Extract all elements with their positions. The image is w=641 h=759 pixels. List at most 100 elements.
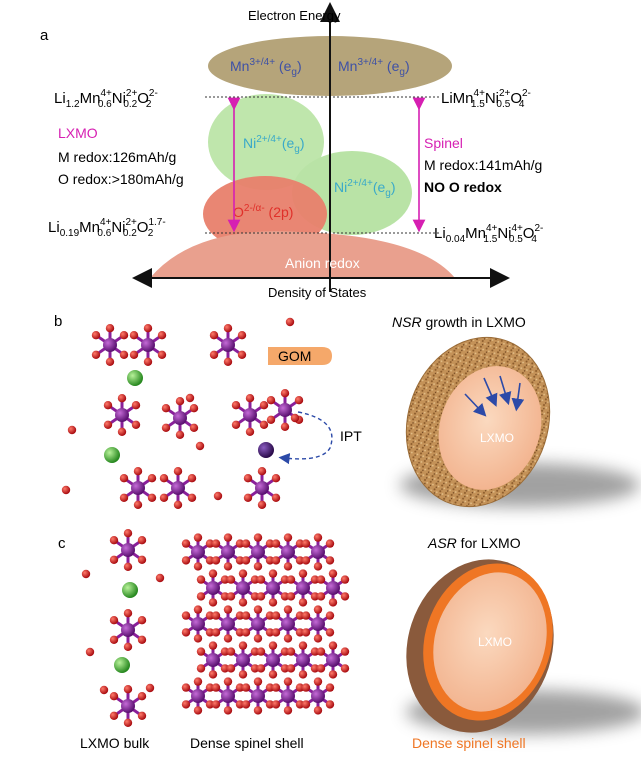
- oxygen-atom: [283, 706, 293, 715]
- oxygen-atom: [283, 634, 293, 643]
- oxygen-atom: [243, 493, 253, 502]
- oxygen-atom: [137, 692, 147, 701]
- transition-metal-atom: [243, 408, 257, 422]
- oxygen-atom: [295, 556, 305, 565]
- lithium-atom: [127, 370, 143, 386]
- oxygen-atom: [145, 683, 155, 693]
- transition-metal-atom: [255, 481, 269, 495]
- mn-band-label-left: Mn3+/4+ (eg): [230, 57, 302, 78]
- formula-bottom-right: Li0.04Mn4+1.5Ni4+0.5O2-4: [434, 223, 543, 245]
- oxygen-atom: [286, 664, 296, 673]
- oxygen-atom: [301, 700, 311, 709]
- oxygen-atom: [245, 394, 255, 403]
- spinel-o-redox: NO O redox: [424, 179, 502, 195]
- oxygen-atom: [223, 357, 233, 366]
- oxygen-atom: [294, 396, 304, 405]
- oxygen-atom: [223, 605, 233, 614]
- oxygen-atom: [117, 394, 127, 403]
- oxygen-atom: [271, 700, 281, 709]
- oxygen-atom: [295, 700, 305, 709]
- panel-c-letter: c: [58, 535, 66, 552]
- oxygen-atom: [268, 598, 278, 607]
- transition-metal-atom: [115, 408, 129, 422]
- oxygen-atom: [298, 641, 308, 650]
- oxygen-atom: [231, 401, 241, 410]
- oxygen-atom: [253, 605, 263, 614]
- oxygen-atom: [99, 685, 109, 695]
- x-axis-label: Density of States: [268, 285, 367, 300]
- transition-metal-atom: [311, 689, 325, 703]
- panel-b-crystal-structure: [61, 317, 304, 509]
- oxygen-atom: [325, 611, 335, 620]
- transition-metal-atom: [191, 545, 205, 559]
- oxygen-atom: [147, 493, 157, 502]
- oxygen-atom: [235, 539, 245, 548]
- transition-metal-atom: [121, 623, 135, 637]
- oxygen-atom: [250, 664, 260, 673]
- oxygen-atom: [241, 539, 251, 548]
- oxygen-atom: [61, 485, 71, 495]
- formula-top-right: LiMn4+1.5Ni2+0.5O2-4: [441, 88, 531, 110]
- oxygen-atom: [85, 647, 95, 657]
- oxygen-atom: [103, 401, 113, 410]
- oxygen-atom: [256, 647, 266, 656]
- oxygen-atom: [316, 664, 326, 673]
- mn-band-label-right: Mn3+/4+ (eg): [338, 57, 410, 78]
- oxygen-atom: [137, 711, 147, 720]
- oxygen-atom: [340, 592, 350, 601]
- transition-metal-atom: [206, 653, 220, 667]
- oxygen-atom: [147, 474, 157, 483]
- oxygen-atom: [325, 683, 335, 692]
- oxygen-atom: [205, 628, 215, 637]
- oxygen-atom: [265, 700, 275, 709]
- caption-sphere-shell: Dense spinel shell: [412, 735, 526, 751]
- oxygen-atom: [283, 562, 293, 571]
- oxygen-atom: [196, 592, 206, 601]
- oxygen-atom: [157, 350, 167, 359]
- ni-band-label-right: Ni2+/4+(eg): [334, 178, 396, 199]
- transition-metal-atom: [251, 689, 265, 703]
- oxygen-atom: [213, 491, 223, 501]
- lithium-atom: [122, 582, 138, 598]
- transition-metal-atom: [141, 338, 155, 352]
- oxygen-atom: [175, 430, 185, 439]
- transition-metal-atom: [221, 617, 235, 631]
- oxygen-atom: [235, 683, 245, 692]
- oxygen-atom: [295, 539, 305, 548]
- oxygen-atom: [310, 647, 320, 656]
- oxygen-atom: [280, 389, 290, 398]
- anion-redox-band: [150, 231, 455, 278]
- oxygen-atom: [256, 592, 266, 601]
- oxygen-atom: [143, 324, 153, 333]
- oxygen-atom: [91, 350, 101, 359]
- oxygen-atom: [189, 404, 199, 413]
- oxygen-atom: [137, 616, 147, 625]
- transition-metal-atom: [236, 581, 250, 595]
- oxygen-atom: [271, 556, 281, 565]
- oxygen-atom: [295, 628, 305, 637]
- oxygen-atom: [105, 324, 115, 333]
- nsr-core: [438, 366, 542, 490]
- oxygen-atom: [220, 664, 230, 673]
- oxygen-atom: [137, 635, 147, 644]
- oxygen-atom: [181, 556, 191, 565]
- oxygen-atom: [340, 664, 350, 673]
- oxygen-atom: [226, 664, 236, 673]
- oxygen-atom: [259, 420, 269, 429]
- oxygen-atom: [193, 634, 203, 643]
- oxygen-atom: [250, 647, 260, 656]
- gom-tag: [268, 347, 332, 365]
- transition-metal-atom: [311, 617, 325, 631]
- oxygen-atom: [328, 569, 338, 578]
- inward-arrow-4: [464, 393, 487, 417]
- oxygen-atom: [256, 575, 266, 584]
- oxygen-atom: [123, 685, 133, 694]
- oxygen-atom: [250, 575, 260, 584]
- gom-label: GOM: [278, 348, 311, 364]
- oxygen-atom: [268, 569, 278, 578]
- oxygen-atom: [220, 592, 230, 601]
- panel-c-crystal-structure: [81, 529, 350, 727]
- oxygen-atom: [137, 536, 147, 545]
- transition-metal-atom: [173, 411, 187, 425]
- oxygen-atom: [133, 500, 143, 509]
